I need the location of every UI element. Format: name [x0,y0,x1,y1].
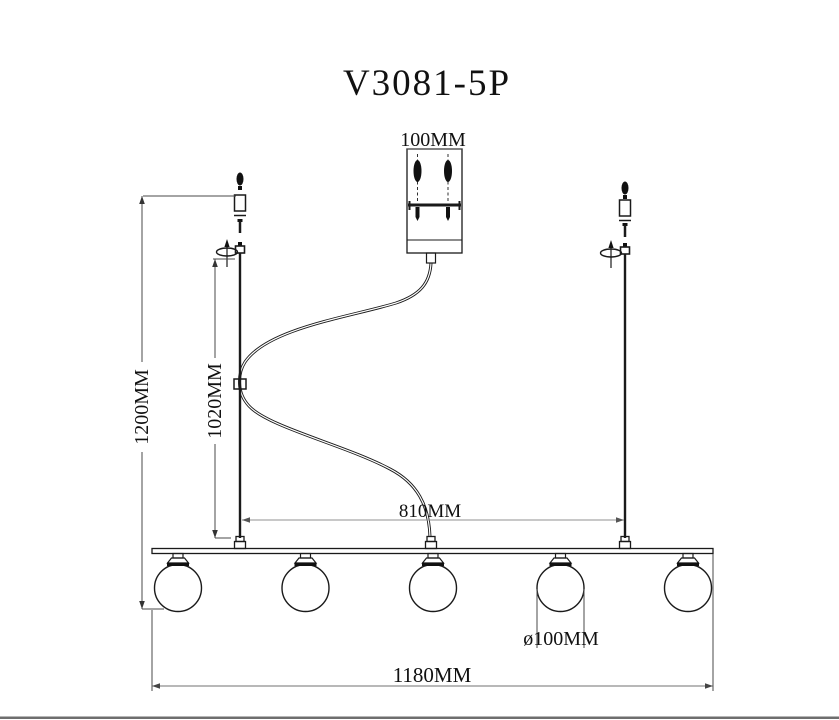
rotation-indicator-left [215,239,239,267]
left-suspension [215,172,247,538]
power-cord [238,262,433,538]
dim-hanger-spacing: 810MM [242,501,624,523]
cord-clamp [233,378,247,390]
canopy [406,148,463,264]
globe-diameter-label: ø100MM [523,628,599,650]
canopy-screw-left [413,154,422,221]
overall-height-label: 1200MM [131,369,153,445]
bar-connector-right [618,535,632,550]
canopy-stem [425,252,437,264]
right-suspension [599,181,632,538]
rotation-indicator-right [599,240,623,268]
dim-overall-height [139,195,236,610]
mounting-bracket [408,201,461,210]
dim-canopy-width: 100MM [400,129,466,151]
globe-2 [281,552,330,613]
bottom-border [0,716,839,719]
globe-5 [663,552,713,613]
ceiling-screw-icon [236,172,244,186]
globe-3 [408,552,458,613]
globes [153,552,713,613]
fixture-bar [151,547,714,555]
suspension-height-label: 1020MM [204,363,226,439]
dim-suspension-height [212,258,235,539]
globe-4 [536,552,585,613]
canopy-width-label: 100MM [400,129,466,151]
ceiling-screw-icon [621,181,629,195]
bar-length-label: 1180MM [393,663,472,687]
hanger-spacing-label: 810MM [399,501,461,522]
model-title: V3081-5P [343,63,511,104]
bar-connector-left [233,535,247,550]
globe-1 [153,552,203,613]
bar-connector-middle [424,535,438,550]
canopy-screw-right [444,154,452,221]
dim-bar-length: 1180MM [151,554,714,691]
dim-globe-diameter: ø100MM [523,589,599,650]
